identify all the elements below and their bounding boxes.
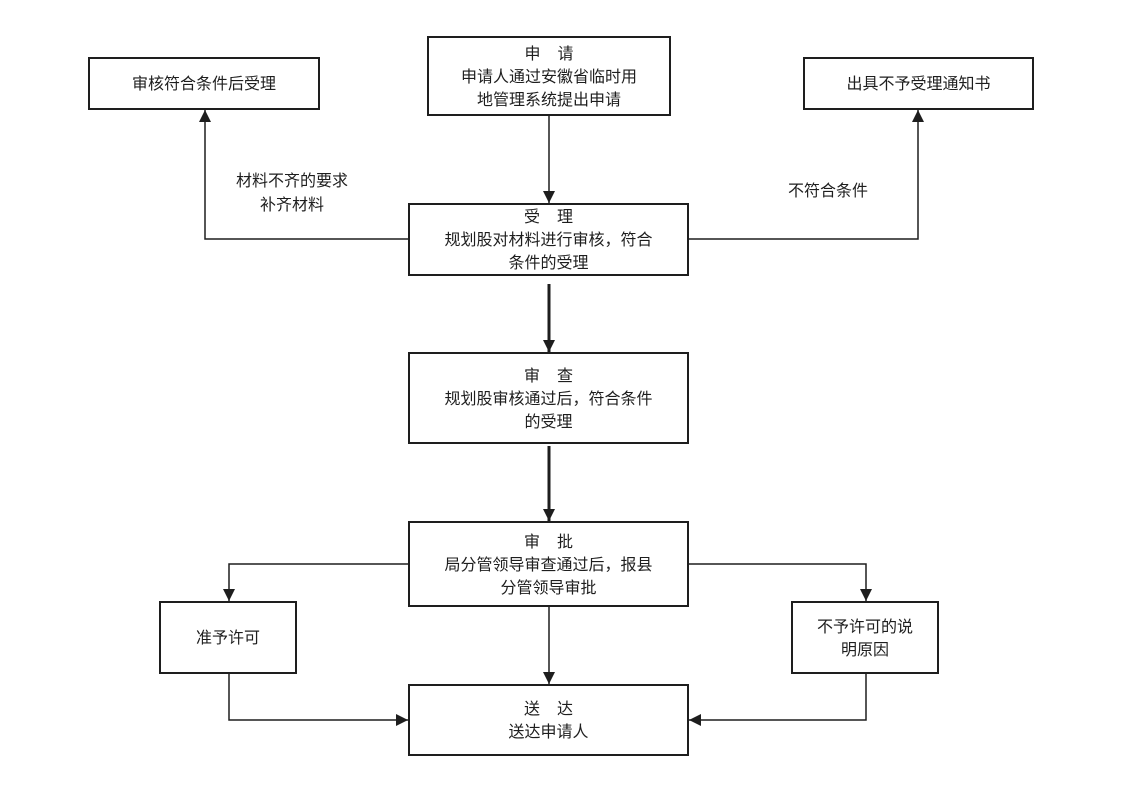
edge-label-incomplete: 材料不齐的要求 补齐材料: [212, 169, 372, 217]
node-deny-line: 不予许可的说: [816, 616, 913, 636]
node-deliver-title: 送 达: [523, 699, 574, 718]
node-accept: 受 理 规划股对材料进行审核，符合 条件的受理: [408, 203, 689, 276]
edge-label-incomplete-line: 补齐材料: [259, 195, 324, 214]
node-review-line: 规划股审核通过后，符合条件: [444, 388, 653, 408]
edge-label-not-qualified: 不符合条件: [768, 179, 888, 203]
node-reject-notice: 出具不予受理通知书: [803, 57, 1034, 110]
node-deliver-line: 送达申请人: [508, 722, 589, 741]
node-grant: 准予许可: [159, 601, 297, 674]
arrow-accept-to-accept-after-review: [199, 110, 408, 240]
node-reject-notice-line: 出具不予受理通知书: [846, 74, 991, 93]
node-deliver: 送 达 送达申请人: [408, 684, 689, 756]
node-grant-line: 准予许可: [195, 628, 260, 647]
edge-label-incomplete-line: 材料不齐的要求: [235, 171, 348, 190]
node-accept-line: 规划股对材料进行审核，符合: [444, 230, 653, 249]
node-approve: 审 批 局分管领导审查通过后，报县 分管领导审批: [408, 521, 689, 607]
node-apply: 申 请 申请人通过安徽省临时用 地管理系统提出申请: [427, 36, 671, 116]
edge-label-not-qualified-text: 不符合条件: [787, 181, 868, 200]
arrow-deny-to-deliver: [689, 674, 867, 726]
node-review: 审 查 规划股审核通过后，符合条件 的受理: [408, 352, 689, 444]
arrow-accept-to-reject-notice: [689, 110, 924, 240]
node-deny: 不予许可的说 明原因: [791, 601, 939, 674]
node-accept-after-review-line: 审核符合条件后受理: [131, 74, 276, 93]
node-accept-line: 条件的受理: [508, 253, 589, 272]
arrow-approve-to-grant: [223, 563, 408, 601]
node-apply-line: 地管理系统提出申请: [476, 89, 621, 109]
arrow-approve-to-deny: [689, 563, 872, 601]
node-apply-title: 申 请: [524, 43, 574, 63]
node-accept-after-review: 审核符合条件后受理: [88, 57, 320, 110]
node-apply-line: 申请人通过安徽省临时用: [460, 66, 637, 86]
arrow-grant-to-deliver: [228, 674, 408, 726]
node-accept-title: 受 理: [523, 207, 574, 226]
node-approve-line: 分管领导审批: [500, 577, 597, 597]
node-review-title: 审 查: [523, 365, 574, 385]
node-approve-title: 审 批: [523, 531, 574, 551]
node-approve-line: 局分管领导审查通过后，报县: [444, 554, 653, 574]
node-deny-line: 明原因: [840, 639, 889, 659]
node-review-line: 的受理: [524, 411, 573, 431]
